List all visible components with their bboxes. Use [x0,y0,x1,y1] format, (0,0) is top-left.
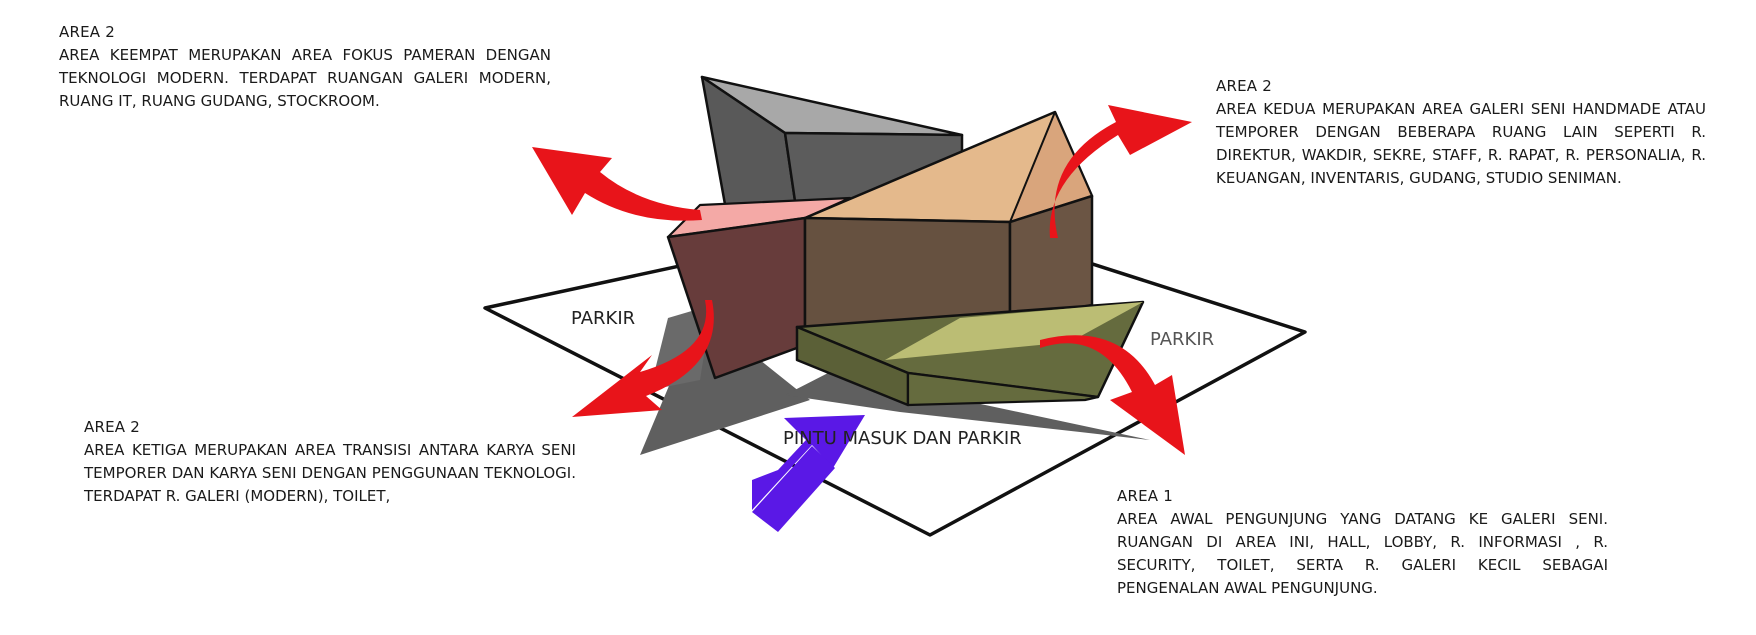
parking-left-label: PARKIR [571,308,635,329]
area-note-description: AREA KETIGA MERUPAKAN AREA TRANSISI ANTA… [84,441,576,505]
arrow-bottom-left [572,300,714,417]
area-note-title: AREA 2 [84,418,140,436]
arrow-top-right [1049,105,1192,238]
area-note-middle-left: AREA 2 AREA KETIGA MERUPAKAN AREA TRANSI… [84,416,576,508]
arrow-top-left [532,147,702,221]
area-note-description: AREA KEDUA MERUPAKAN AREA GALERI SENI HA… [1216,100,1706,187]
olive-volume-front-right [906,371,1100,407]
area-note-bottom-right: AREA 1 AREA AWAL PENGUNJUNG YANG DATANG … [1117,485,1608,600]
area-note-description: AREA AWAL PENGUNJUNG YANG DATANG KE GALE… [1117,510,1608,597]
area-note-description: AREA KEEMPAT MERUPAKAN AREA FOKUS PAMERA… [59,46,551,110]
olive-volume-highlight [885,302,1143,360]
shadow-left [640,300,810,455]
entrance-arrow [752,415,865,510]
entrance-arrow-shaft [752,446,835,532]
parking-right-label: PARKIR [1150,329,1214,350]
entrance-label: PINTU MASUK DAN PARKIR [783,428,1022,449]
arrow-bottom-right [1040,335,1185,455]
area-note-title: AREA 1 [1117,487,1173,505]
area-note-top-right: AREA 2 AREA KEDUA MERUPAKAN AREA GALERI … [1216,75,1706,190]
area-note-title: AREA 2 [1216,77,1272,95]
area-note-top-left: AREA 2 AREA KEEMPAT MERUPAKAN AREA FOKUS… [59,21,551,113]
area-note-title: AREA 2 [59,23,115,41]
